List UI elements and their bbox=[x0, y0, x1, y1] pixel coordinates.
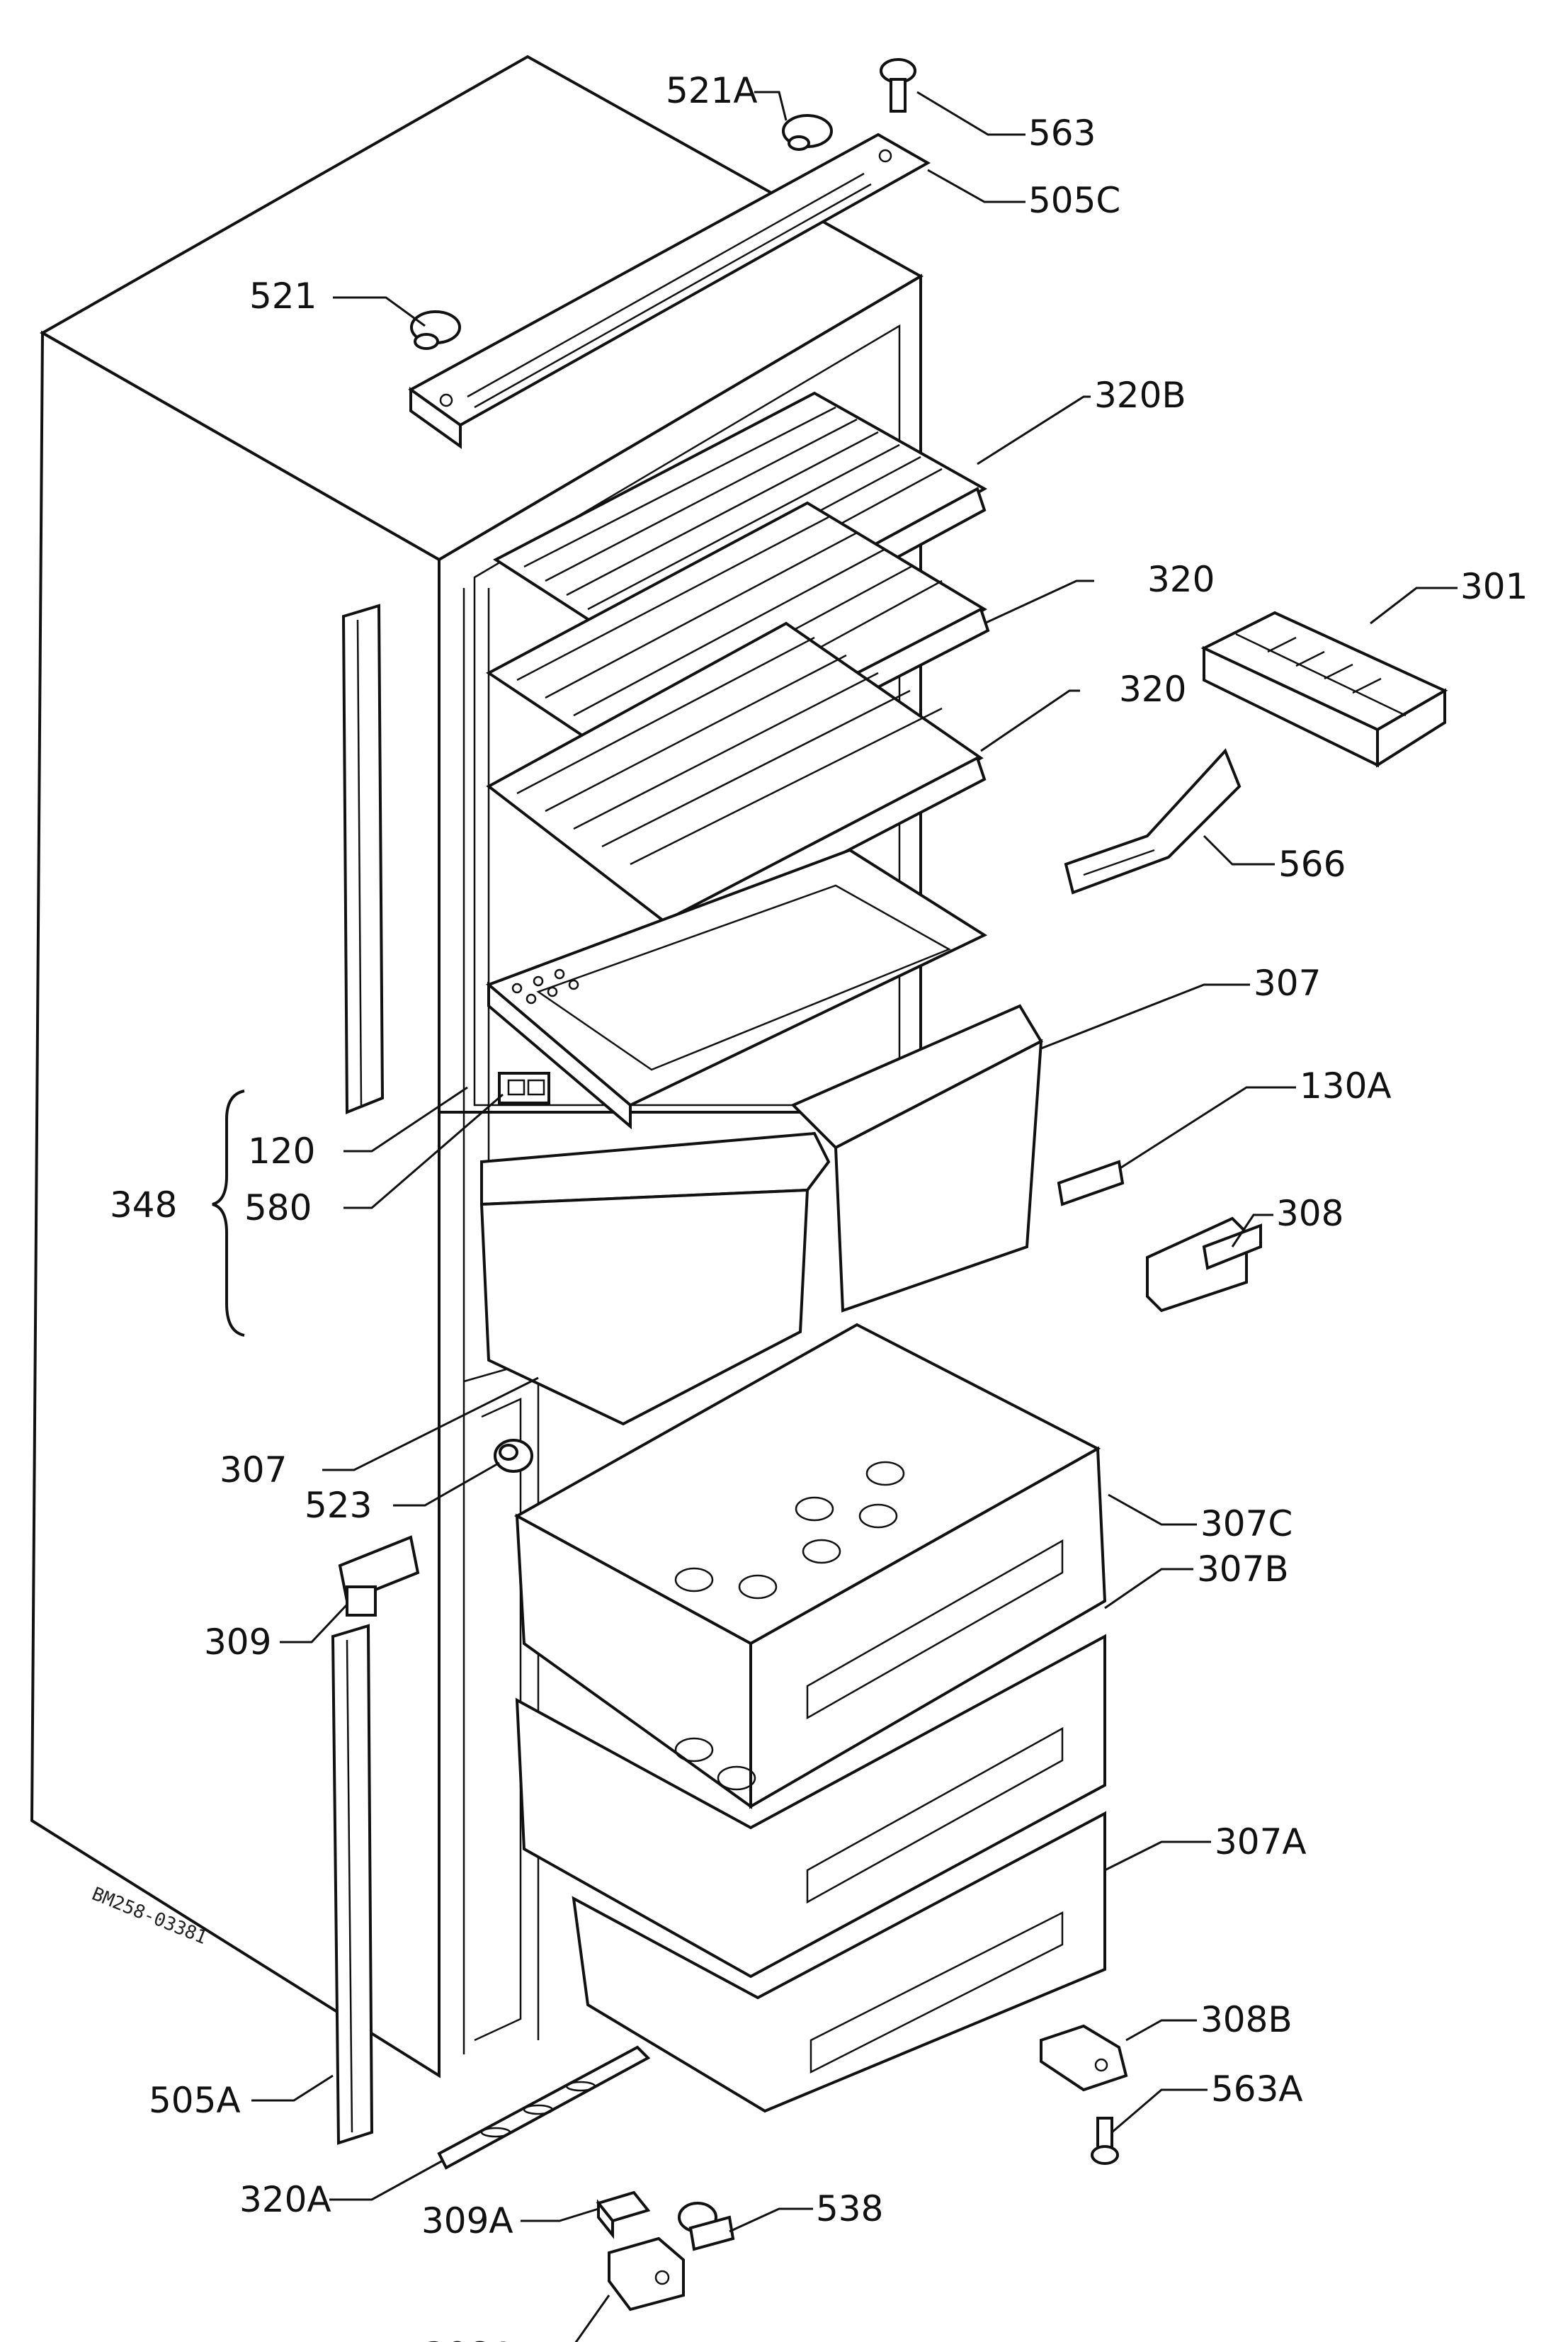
label-320-lower: 320 bbox=[1119, 669, 1186, 710]
label-301: 301 bbox=[1460, 566, 1528, 607]
drawer-307C bbox=[513, 1323, 1107, 1809]
label-120: 120 bbox=[248, 1131, 315, 1172]
label-320A: 320A bbox=[239, 2179, 331, 2220]
label-566: 566 bbox=[1278, 844, 1346, 885]
label-309A: 309A bbox=[421, 2200, 513, 2241]
label-130A: 130A bbox=[1300, 1065, 1392, 1107]
label-307C: 307C bbox=[1200, 1503, 1293, 1544]
leader-lines bbox=[212, 91, 1458, 2342]
clip-130A bbox=[1057, 1160, 1125, 1206]
label-307B: 307B bbox=[1197, 1549, 1289, 1590]
label-580: 580 bbox=[244, 1187, 312, 1228]
part-labels: 521A 563 505C 521 320B 320 301 320 566 3… bbox=[110, 70, 1528, 2342]
cap-538 bbox=[678, 2202, 735, 2251]
rail-320A bbox=[437, 2045, 651, 2170]
label-563: 563 bbox=[1028, 113, 1096, 154]
crisper-bin-307-left bbox=[479, 1131, 831, 1426]
label-307-top: 307 bbox=[1254, 963, 1321, 1004]
label-523: 523 bbox=[305, 1485, 372, 1526]
ice-tray-301 bbox=[1200, 611, 1448, 768]
door-seal-upper bbox=[341, 604, 385, 1114]
label-309: 309 bbox=[204, 1622, 271, 1663]
screw-563 bbox=[880, 58, 916, 113]
hinge-cap-521A bbox=[782, 114, 833, 151]
label-320B: 320B bbox=[1094, 375, 1186, 416]
guide-309 bbox=[338, 1535, 420, 1617]
top-hinge-rail bbox=[408, 132, 931, 449]
label-320-upper: 320 bbox=[1147, 559, 1215, 600]
label-521: 521 bbox=[249, 276, 317, 317]
bracket-308 bbox=[1146, 1216, 1262, 1313]
label-505C: 505C bbox=[1028, 180, 1120, 221]
label-505A: 505A bbox=[149, 2080, 241, 2121]
glass-shelf-348 bbox=[486, 848, 988, 1130]
label-307A: 307A bbox=[1215, 1821, 1307, 1862]
label-348: 348 bbox=[110, 1184, 177, 1226]
label-521A: 521A bbox=[666, 70, 758, 111]
label-308: 308 bbox=[1276, 1193, 1343, 1234]
hinge-cap-521 bbox=[410, 310, 461, 350]
label-308B: 308B bbox=[1200, 1999, 1293, 2040]
door-seal-lower-505A bbox=[331, 1624, 374, 2145]
label-563A: 563A bbox=[1211, 2069, 1303, 2110]
label-538: 538 bbox=[816, 2188, 883, 2229]
part-309A bbox=[596, 2190, 651, 2239]
crisper-bin-307-right bbox=[790, 1004, 1043, 1313]
drawer-307B bbox=[515, 1634, 1106, 1979]
bracket-308A bbox=[608, 2236, 685, 2312]
drawer-307A bbox=[572, 1811, 1106, 2113]
ice-scraper-566 bbox=[1064, 748, 1242, 895]
label-307-mid: 307 bbox=[220, 1449, 287, 1490]
knob-523 bbox=[494, 1439, 533, 1473]
hinge-308B bbox=[1040, 2024, 1128, 2092]
control-unit-120 bbox=[498, 1072, 550, 1104]
screw-563A bbox=[1091, 2117, 1119, 2165]
label-308A: 308A bbox=[424, 2335, 516, 2342]
